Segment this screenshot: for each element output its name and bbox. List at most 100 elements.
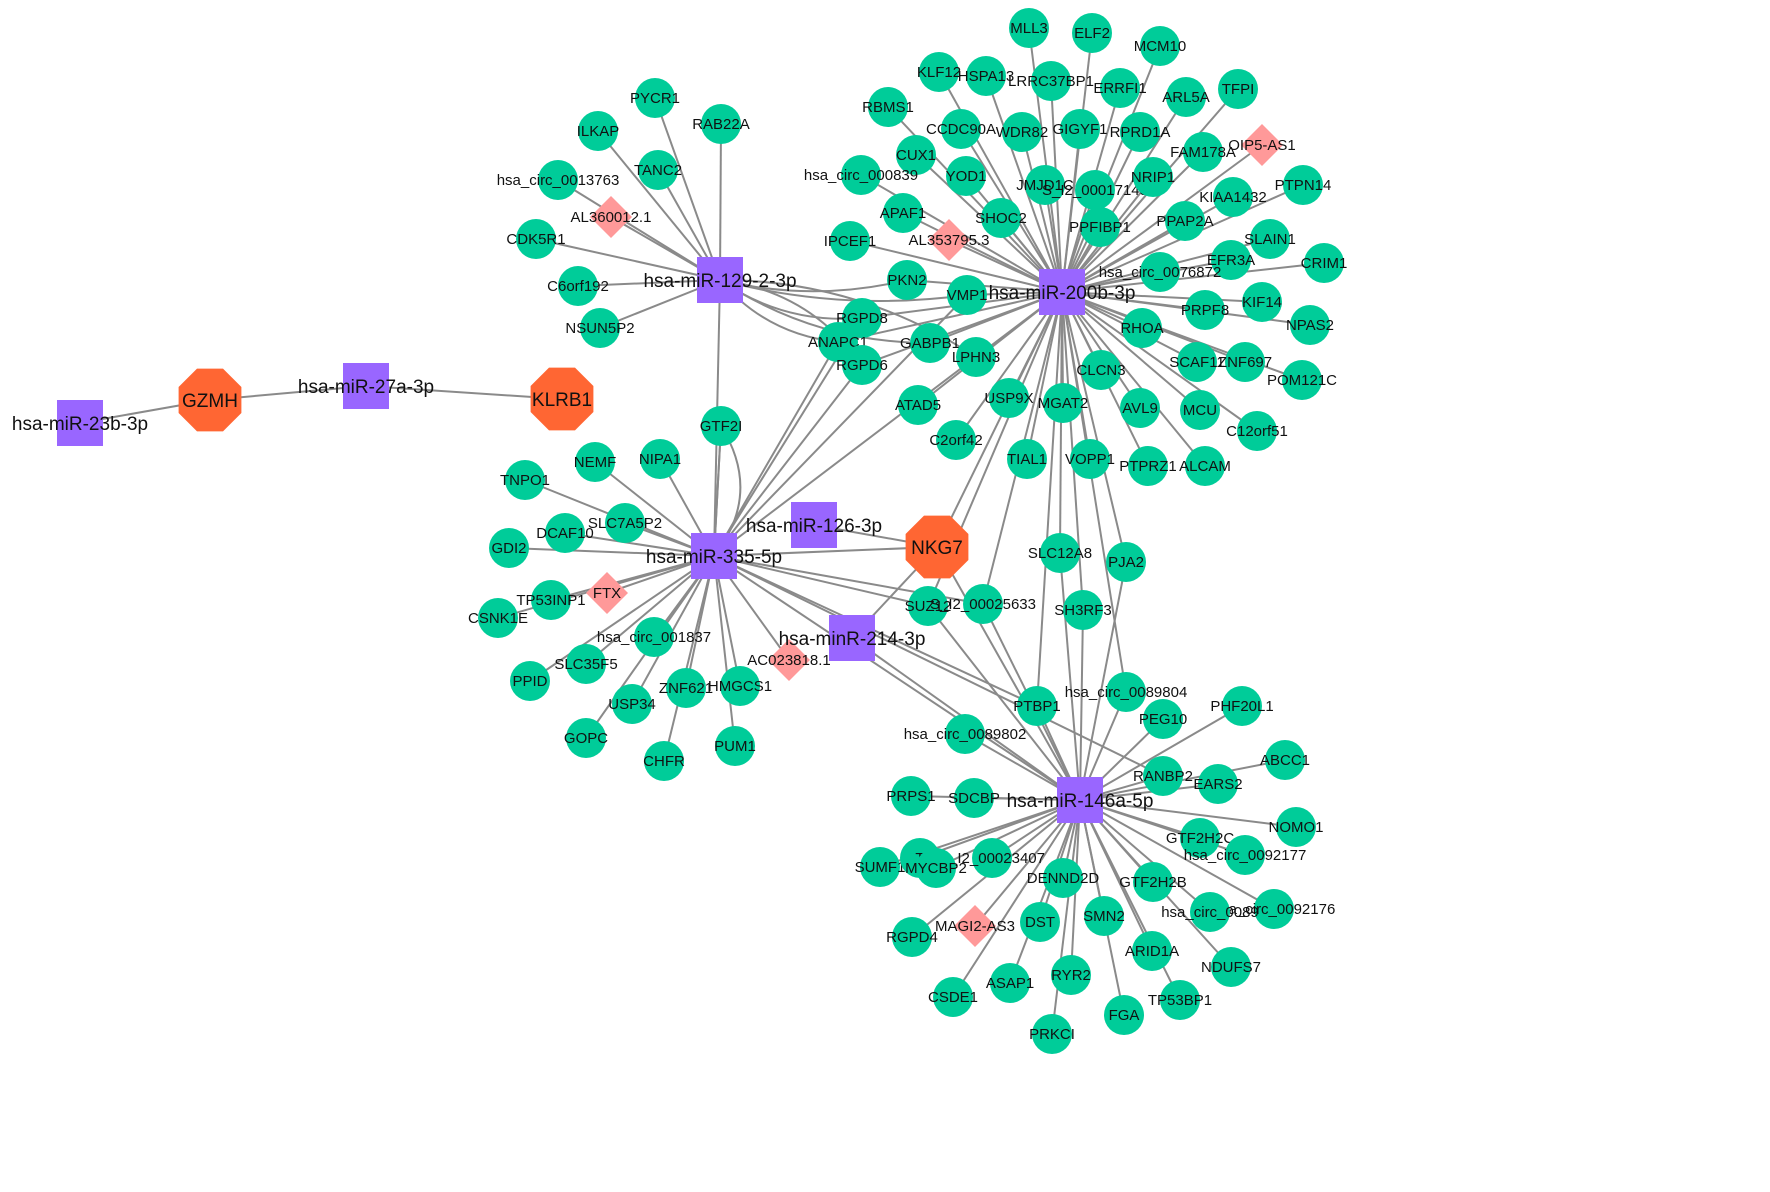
node-pycr1[interactable]: PYCR1 xyxy=(630,78,680,118)
node-vmp1[interactable]: VMP1 xyxy=(947,275,988,315)
node-prpf8[interactable]: PRPF8 xyxy=(1181,290,1229,330)
node-shoc2[interactable]: SHOC2 xyxy=(975,198,1027,238)
node-mll3[interactable]: MLL3 xyxy=(1009,8,1049,48)
node-hmgcs1[interactable]: HMGCS1 xyxy=(708,666,772,706)
node-clcn3[interactable]: CLCN3 xyxy=(1076,350,1126,390)
node-nsun5p2[interactable]: NSUN5P2 xyxy=(565,308,635,348)
node-prkci[interactable]: PRKCI xyxy=(1029,1014,1075,1054)
node-pom121c[interactable]: POM121C xyxy=(1267,360,1337,400)
node-oip5-as1[interactable]: OIP5-AS1 xyxy=(1228,124,1296,166)
node-znf697[interactable]: ZNF697 xyxy=(1218,342,1272,382)
node-elf2[interactable]: ELF2 xyxy=(1072,13,1112,53)
node-klrb1[interactable]: KLRB1 xyxy=(530,367,594,431)
node-pja2[interactable]: PJA2 xyxy=(1106,542,1146,582)
node-gtf2i[interactable]: GTF2I xyxy=(700,406,743,446)
node-hsa-circ-0092176[interactable]: hsa_circ_0092176 xyxy=(1213,889,1336,929)
node-rgpd4[interactable]: RGPD4 xyxy=(886,917,938,957)
node-vopp1[interactable]: VOPP1 xyxy=(1065,439,1115,479)
node-gabpb1[interactable]: GABPB1 xyxy=(900,323,960,363)
node-hsa-mir-126-3p[interactable]: hsa-miR-126-3p xyxy=(746,502,882,548)
node-kif14[interactable]: KIF14 xyxy=(1242,282,1282,322)
node-znf621[interactable]: ZNF621 xyxy=(659,668,713,708)
node-hsa-mir-27a-3p[interactable]: hsa-miR-27a-3p xyxy=(298,363,434,409)
node-npas2[interactable]: NPAS2 xyxy=(1286,305,1334,345)
node-nkg7[interactable]: NKG7 xyxy=(905,515,969,579)
node-slc35f5[interactable]: SLC35F5 xyxy=(554,644,618,684)
node-sumf1[interactable]: SUMF1 xyxy=(855,847,906,887)
node-hsa-mir-335-5p[interactable]: hsa-miR-335-5p xyxy=(646,533,782,579)
node-hsa-circ-0076872[interactable]: hsa_circ_0076872 xyxy=(1099,252,1222,292)
node-gtf2h2c[interactable]: GTF2H2C xyxy=(1166,818,1235,858)
node-phf20l1[interactable]: PHF20L1 xyxy=(1210,686,1274,726)
node-ipcef1[interactable]: IPCEF1 xyxy=(824,221,877,261)
node-c2orf42[interactable]: C2orf42 xyxy=(929,420,983,460)
node-ryr2[interactable]: RYR2 xyxy=(1051,955,1091,995)
node-mcu[interactable]: MCU xyxy=(1180,390,1220,430)
node-rgpd6[interactable]: RGPD6 xyxy=(836,345,888,385)
node-al353795-3[interactable]: AL353795.3 xyxy=(909,219,990,261)
node-rhoa[interactable]: RHOA xyxy=(1120,308,1164,348)
node-arl5a[interactable]: ARL5A xyxy=(1162,77,1210,117)
node-usp34[interactable]: USP34 xyxy=(608,684,656,724)
node-tp53inp1[interactable]: TP53INP1 xyxy=(516,580,586,620)
node-efr3a[interactable]: EFR3A xyxy=(1207,240,1255,280)
node-apaf1[interactable]: APAF1 xyxy=(880,193,926,233)
node-asap1[interactable]: ASAP1 xyxy=(986,963,1034,1003)
node-atad5[interactable]: ATAD5 xyxy=(895,385,941,425)
node-gtf2h2b[interactable]: GTF2H2B xyxy=(1119,862,1187,902)
node-mcm10[interactable]: MCM10 xyxy=(1134,26,1187,66)
node-kiaa1432[interactable]: KIAA1432 xyxy=(1199,177,1267,217)
node-avl9[interactable]: AVL9 xyxy=(1120,388,1160,428)
node-nipa1[interactable]: NIPA1 xyxy=(639,439,681,479)
node-hsa-circ-0089802[interactable]: hsa_circ_0089802 xyxy=(904,714,1027,754)
node-nrip1[interactable]: NRIP1 xyxy=(1131,157,1175,197)
node-errfi1[interactable]: ERRFI1 xyxy=(1093,68,1147,108)
node-arid1a[interactable]: ARID1A xyxy=(1125,931,1179,971)
node-rab22a[interactable]: RAB22A xyxy=(692,104,750,144)
node-ptpn14[interactable]: PTPN14 xyxy=(1275,165,1332,205)
node-prps1[interactable]: PRPS1 xyxy=(886,776,936,816)
node-ndufs7[interactable]: NDUFS7 xyxy=(1201,947,1261,987)
node-ppid[interactable]: PPID xyxy=(510,661,550,701)
node-abcc1[interactable]: ABCC1 xyxy=(1260,740,1310,780)
node-gopc[interactable]: GOPC xyxy=(564,718,608,758)
node-chfr[interactable]: CHFR xyxy=(643,741,685,781)
node-hsa-circ-0092177[interactable]: hsa_circ_0092177 xyxy=(1184,835,1307,875)
node-sh3rf3[interactable]: SH3RF3 xyxy=(1054,590,1112,630)
node-fga[interactable]: FGA xyxy=(1104,995,1144,1035)
node-hsa-mir-146a-5p[interactable]: hsa-miR-146a-5p xyxy=(1007,777,1154,823)
node-ptprz1[interactable]: PTPRZ1 xyxy=(1119,446,1177,486)
node-ilkap[interactable]: ILKAP xyxy=(577,111,620,151)
node-wdr82[interactable]: WDR82 xyxy=(996,112,1049,152)
node-mgat2[interactable]: MGAT2 xyxy=(1038,383,1089,423)
node-magi2-as3[interactable]: MAGI2-AS3 xyxy=(935,905,1015,947)
node-slc12a8[interactable]: SLC12A8 xyxy=(1028,533,1092,573)
node-ranbp2[interactable]: RANBP2 xyxy=(1133,756,1193,796)
node-gigyf1[interactable]: GIGYF1 xyxy=(1052,109,1108,149)
node-hsa-mir-200b-3p[interactable]: hsa-miR-200b-3p xyxy=(989,269,1136,315)
node-dst[interactable]: DST xyxy=(1020,902,1060,942)
node-tanc2[interactable]: TANC2 xyxy=(634,150,682,190)
node-lphn3[interactable]: LPHN3 xyxy=(952,337,1000,377)
node-tial1[interactable]: TIAL1 xyxy=(1007,439,1047,479)
node-cux1[interactable]: CUX1 xyxy=(896,135,936,175)
node-scaf11[interactable]: SCAF11 xyxy=(1169,342,1225,382)
node-yod1[interactable]: YOD1 xyxy=(946,156,987,196)
node-ac023818-1[interactable]: AC023818.1 xyxy=(747,639,831,681)
node-hsa-circ-001837[interactable]: hsa_circ_001837 xyxy=(597,617,711,657)
node-hsa-circ-000839[interactable]: hsa_circ_000839 xyxy=(804,155,918,195)
node-crim1[interactable]: CRIM1 xyxy=(1301,243,1348,283)
node-ears2[interactable]: EARS2 xyxy=(1193,764,1243,804)
node-gdi2[interactable]: GDI2 xyxy=(489,528,529,568)
node-ppfibp1[interactable]: PPFIBP1 xyxy=(1069,207,1131,247)
node-jmjd1c[interactable]: JMJD1C xyxy=(1016,165,1074,205)
node-hsa-minr-214-3p[interactable]: hsa-minR-214-3p xyxy=(779,615,926,661)
node-hsa-mir-129-2-3p[interactable]: hsa-miR-129-2-3p xyxy=(643,257,797,303)
node-nemf[interactable]: NEMF xyxy=(574,442,617,482)
node-ccdc90a[interactable]: CCDC90A xyxy=(926,109,996,149)
node-ptbp1[interactable]: PTBP1 xyxy=(1013,686,1061,726)
node-nomo1[interactable]: NOMO1 xyxy=(1268,807,1324,847)
node-suz12[interactable]: SUZ12 xyxy=(905,586,952,626)
node-tfpi[interactable]: TFPI xyxy=(1218,69,1258,109)
node-klf12[interactable]: KLF12 xyxy=(917,52,961,92)
